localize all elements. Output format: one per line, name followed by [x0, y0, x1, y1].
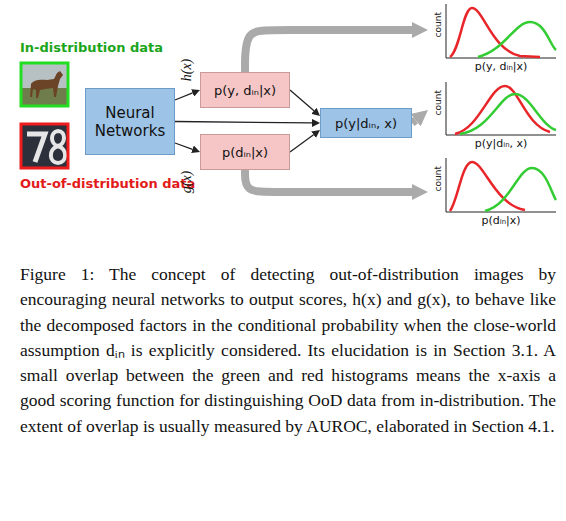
connector-arrow — [175, 93, 193, 100]
axis-label: count — [433, 12, 443, 37]
box-label: p(y|dᵢₙ, x) — [335, 116, 397, 131]
box-label: p(dᵢₙ|x) — [222, 145, 268, 160]
axis-label: count — [433, 90, 443, 115]
histogram-plot — [446, 4, 556, 58]
axis-title: p(dᵢₙ|x) — [446, 214, 556, 227]
flow-arrow — [245, 30, 412, 72]
histogram-panel: count p(y|dᵢₙ, x) — [428, 78, 558, 152]
connector-arrow — [175, 122, 312, 123]
network-box: Neural Networks — [85, 88, 175, 155]
histogram-plot — [446, 82, 556, 135]
digit-image — [21, 124, 68, 168]
connector-arrow — [290, 135, 314, 152]
data-label: In-distribution data — [20, 40, 163, 55]
probability-box: p(y|dᵢₙ, x) — [320, 108, 412, 138]
histogram-panel: count p(y, dᵢₙ|x) — [428, 0, 558, 76]
connector-arrow — [175, 143, 192, 149]
flow-arrow — [412, 120, 416, 123]
edge-label: h(x) — [179, 59, 195, 82]
axis-title: p(y, dᵢₙ|x) — [446, 60, 556, 73]
probability-box: p(y, dᵢₙ|x) — [200, 72, 290, 108]
data-label: Out-of-distribution data — [20, 176, 195, 191]
probability-box: p(dᵢₙ|x) — [200, 134, 290, 170]
axis-label: count — [433, 166, 443, 191]
edge-label: g(x) — [179, 171, 195, 194]
histogram-plot — [446, 158, 556, 212]
histogram-panel: count p(dᵢₙ|x) — [428, 154, 558, 230]
axis-title: p(y|dᵢₙ, x) — [446, 137, 556, 150]
node-layer: Neural Networks p(y, dᵢₙ|x) p(dᵢₙ|x) p(y|dᵢ… — [0, 0, 566, 260]
flow-arrow — [245, 170, 412, 192]
box-label: Neural Networks — [94, 104, 166, 140]
figure-caption: Figure 1: The concept of detecting out-o… — [20, 262, 556, 439]
horse-image — [21, 63, 68, 106]
connector-arrow — [290, 90, 314, 111]
box-label: p(y, dᵢₙ|x) — [214, 83, 276, 98]
